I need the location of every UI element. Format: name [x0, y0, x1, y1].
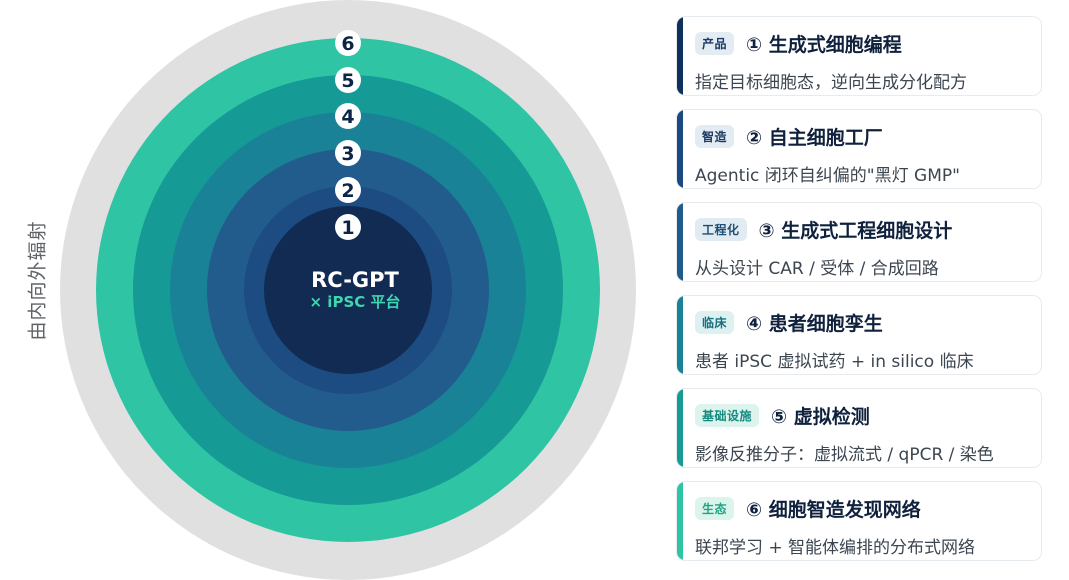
ring-number-badge-2: 2	[335, 177, 361, 203]
card-accent-bar	[677, 110, 683, 188]
layer-card-6: 生态 ⑥ 细胞智造发现网络 联邦学习 + 智能体编排的分布式网络	[676, 481, 1042, 561]
ring-number-circle	[335, 67, 361, 93]
ring-number-label: 6	[341, 33, 354, 55]
card-description: 指定目标细胞态，逆向生成分化配方	[695, 73, 967, 93]
card-description: 从头设计 CAR / 受体 / 合成回路	[695, 259, 939, 279]
card-title: ② 自主细胞工厂	[746, 127, 883, 149]
ring-number-label: 2	[341, 180, 354, 202]
ring-number-circle	[335, 214, 361, 240]
ring-number-label: 4	[341, 106, 354, 128]
ring-number-circle	[335, 103, 361, 129]
card-title: ④ 患者细胞孪生	[746, 313, 883, 335]
ring-number-label: 3	[341, 143, 354, 165]
center-subtitle: × iPSC 平台	[310, 293, 401, 311]
layer-card-4: 临床 ④ 患者细胞孪生 患者 iPSC 虚拟试药 + in silico 临床	[676, 295, 1042, 375]
ring-number-circle	[335, 140, 361, 166]
center-core	[264, 206, 432, 374]
card-accent-bar	[677, 203, 683, 281]
card-tag: 产品	[695, 32, 735, 55]
ring-number-label: 5	[341, 70, 354, 92]
ring-number-badge-5: 5	[335, 67, 361, 93]
layer-card-5: 基础设施 ⑤ 虚拟检测 影像反推分子：虚拟流式 / qPCR / 染色	[676, 388, 1042, 468]
layer-card-1: 产品 ① 生成式细胞编程 指定目标细胞态，逆向生成分化配方	[676, 16, 1042, 96]
center-title: RC-GPT	[311, 268, 399, 292]
layer-card-list: 产品 ① 生成式细胞编程 指定目标细胞态，逆向生成分化配方 智造 ② 自主细胞工…	[676, 16, 1042, 574]
card-title: ⑤ 虚拟检测	[771, 406, 870, 428]
card-tag: 工程化	[695, 218, 747, 241]
card-tag: 生态	[695, 497, 735, 520]
ring-number-label: 1	[341, 217, 354, 239]
card-title: ① 生成式细胞编程	[746, 34, 902, 56]
card-tag: 智造	[695, 125, 735, 148]
card-description: 患者 iPSC 虚拟试药 + in silico 临床	[695, 352, 974, 372]
card-tag: 临床	[695, 311, 735, 334]
ring-number-circle	[335, 177, 361, 203]
card-title: ⑥ 细胞智造发现网络	[746, 499, 921, 521]
layer-card-2: 智造 ② 自主细胞工厂 Agentic 闭环自纠偏的"黑灯 GMP"	[676, 109, 1042, 189]
ring-number-circle	[335, 30, 361, 56]
concentric-ring-diagram: 1 2 3 4 5 6 RC-GPT × iPSC 平台	[60, 0, 636, 580]
side-label: 由内向外辐射	[6, 215, 66, 345]
card-accent-bar	[677, 17, 683, 95]
side-label-text: 由内向外辐射	[26, 219, 49, 341]
card-description: 联邦学习 + 智能体编排的分布式网络	[695, 538, 976, 558]
card-accent-bar	[677, 389, 683, 467]
card-title: ③ 生成式工程细胞设计	[758, 220, 953, 242]
ring-number-badge-3: 3	[335, 140, 361, 166]
card-description: 影像反推分子：虚拟流式 / qPCR / 染色	[695, 445, 994, 465]
card-accent-bar	[677, 482, 683, 560]
ring-number-badge-4: 4	[335, 103, 361, 129]
ring-number-badge-1: 1	[335, 214, 361, 240]
ring-number-badge-6: 6	[335, 30, 361, 56]
layer-card-3: 工程化 ③ 生成式工程细胞设计 从头设计 CAR / 受体 / 合成回路	[676, 202, 1042, 282]
card-tag: 基础设施	[695, 404, 760, 427]
card-description: Agentic 闭环自纠偏的"黑灯 GMP"	[695, 166, 960, 186]
card-accent-bar	[677, 296, 683, 374]
